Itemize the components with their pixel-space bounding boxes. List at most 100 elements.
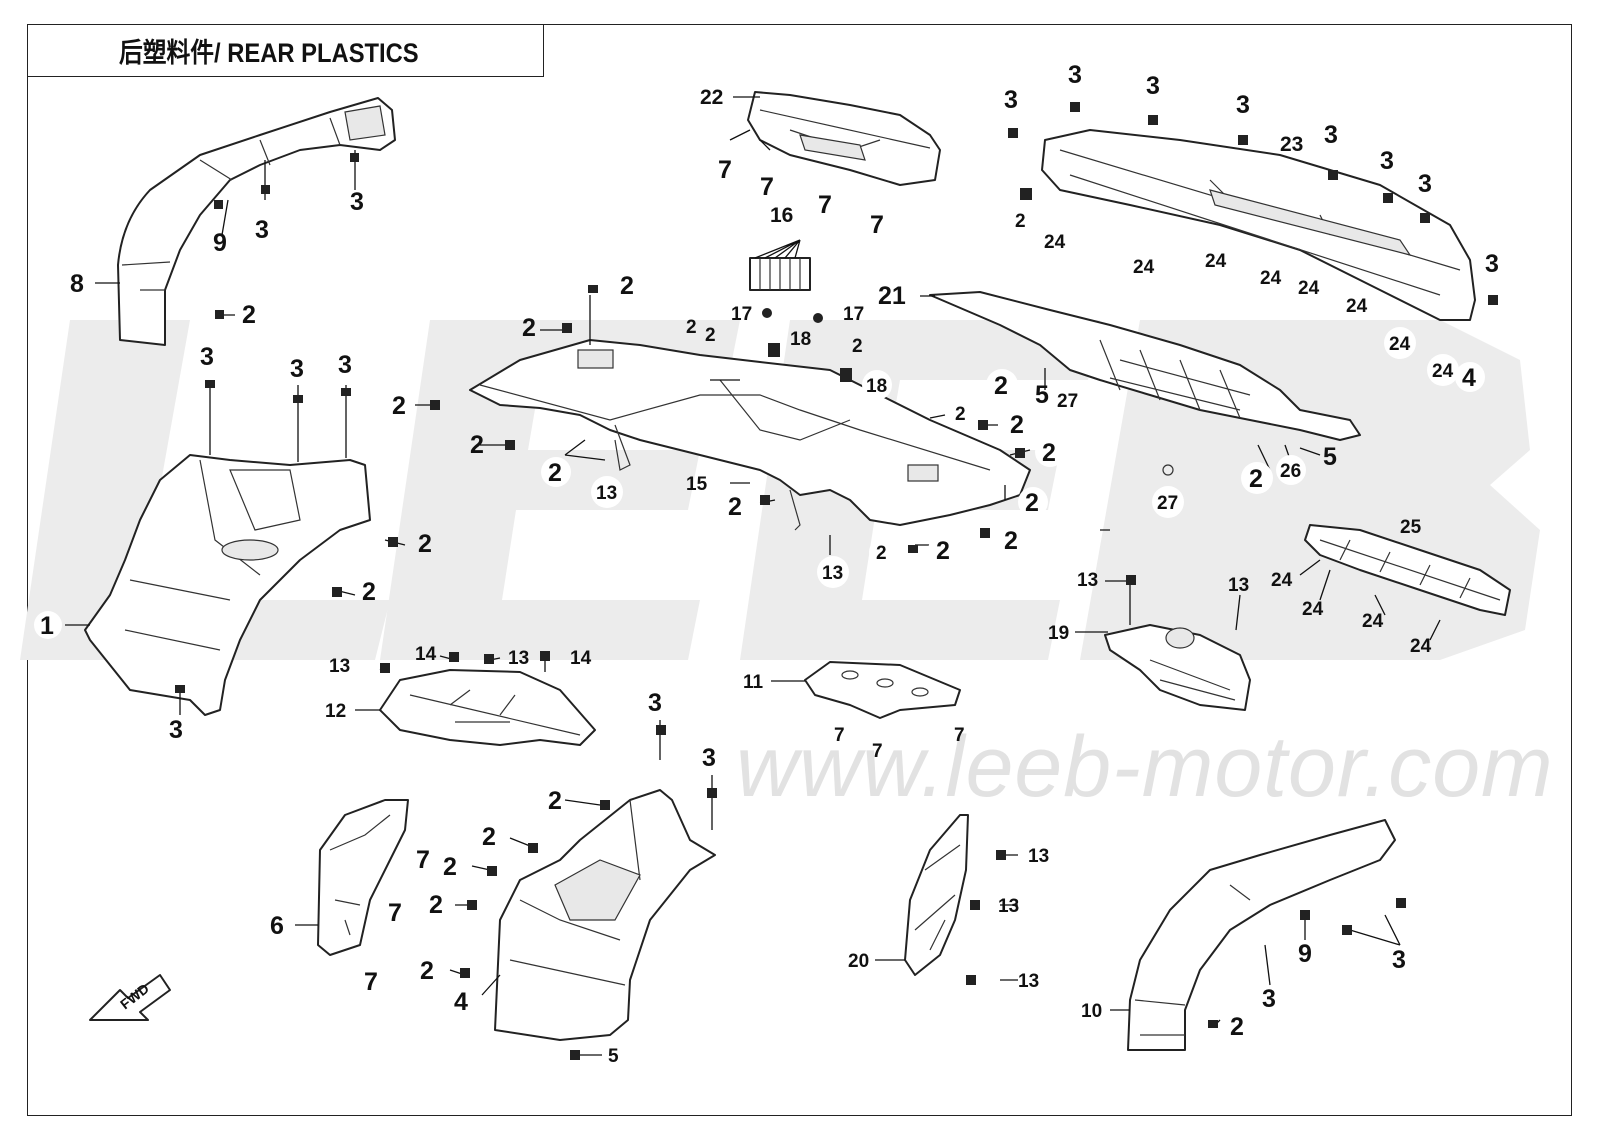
callout-7: 7 [872,741,883,762]
callout-2: 2 [686,317,697,338]
callout-3: 3 [648,689,662,717]
callout-2: 2 [936,537,950,565]
callout-19: 19 [1048,623,1069,644]
callout-2: 2 [392,392,406,420]
callout-13: 13 [822,563,843,584]
watermark-url: www.leeb-motor.com [736,719,1554,815]
callout-16: 16 [770,204,793,227]
callout-labels: 8 2 3 3 9 3 3 3 2 2 1 3 22 7 7 7 7 16 2 … [34,61,1499,1067]
part-16-clip-strips [749,257,811,291]
callout-13: 13 [998,896,1019,917]
callout-2: 2 [548,459,562,487]
callout-12: 12 [325,701,346,722]
callout-14: 14 [570,648,592,669]
callout-2: 2 [242,301,256,329]
callout-2: 2 [429,891,443,919]
callout-13: 13 [1018,971,1039,992]
callout-13: 13 [508,648,529,669]
callout-2: 2 [876,543,887,564]
fwd-arrow: FWD [89,974,171,1021]
callout-13: 13 [1228,575,1249,596]
callout-23: 23 [1280,133,1303,156]
callout-2: 2 [852,336,863,357]
callout-2: 2 [728,493,742,521]
callout-1: 1 [40,612,54,640]
callout-3: 3 [1485,250,1499,278]
callout-2: 2 [1042,439,1056,467]
diagram-frame [27,24,1572,1116]
callout-2: 2 [955,404,966,425]
callout-24: 24 [1260,268,1282,289]
callout-4: 4 [454,988,468,1016]
callout-2: 2 [994,372,1008,400]
callout-9: 9 [213,229,227,257]
callout-20: 20 [848,951,869,972]
title-box: 后塑料件/ REAR PLASTICS [27,24,544,77]
callout-13: 13 [1028,846,1049,867]
callout-3: 3 [200,343,214,371]
part-11-mount-plate [804,661,961,719]
part-22-rear-upper-cover [747,91,941,186]
part-12-under-tray [379,669,596,746]
callout-14: 14 [415,644,437,665]
callout-3: 3 [169,716,183,744]
callout-24: 24 [1044,232,1066,253]
callout-3: 3 [1392,946,1406,974]
callout-7: 7 [416,846,430,874]
callout-7: 7 [870,211,884,239]
callout-7: 7 [718,156,732,184]
callout-24: 24 [1389,334,1411,355]
callout-6: 6 [270,912,284,940]
callout-2: 2 [1010,411,1024,439]
callout-24: 24 [1346,296,1368,317]
callout-9: 9 [1298,940,1312,968]
callout-3: 3 [1068,61,1082,89]
callout-7: 7 [954,725,965,746]
callout-27: 27 [1057,391,1078,412]
callout-5: 5 [608,1046,619,1067]
callout-24: 24 [1362,611,1384,632]
callout-2: 2 [420,957,434,985]
part-25-rear-bracket-rail [1304,524,1511,616]
callout-2: 2 [470,431,484,459]
callout-17: 17 [843,304,864,325]
callout-7: 7 [388,899,402,927]
callout-2: 2 [522,314,536,342]
callout-24: 24 [1271,570,1293,591]
part-23-rear-bumper [1041,129,1476,321]
callout-10: 10 [1081,1001,1102,1022]
callout-11: 11 [743,672,764,693]
callout-3: 3 [255,216,269,244]
callout-8: 8 [70,270,84,298]
callout-22: 22 [700,86,723,109]
callout-3: 3 [1324,121,1338,149]
part-rear-deck-tub [469,339,1031,531]
callout-4: 4 [1462,364,1476,392]
callout-5: 5 [1035,381,1049,409]
callout-3: 3 [290,355,304,383]
callout-7: 7 [834,725,845,746]
part-4-right-side-panel [494,789,716,1041]
callout-2: 2 [443,853,457,881]
callout-3: 3 [1380,147,1394,175]
part-8-rear-fender-left [117,97,396,346]
callout-3: 3 [350,188,364,216]
callout-24: 24 [1205,251,1227,272]
callout-3: 3 [1262,985,1276,1013]
callout-2: 2 [1249,465,1263,493]
callout-13: 13 [329,656,350,677]
callout-24: 24 [1410,636,1432,657]
callout-2: 2 [1025,489,1039,517]
callout-25: 25 [1400,517,1422,538]
callout-24: 24 [1298,278,1320,299]
callout-2: 2 [620,272,634,300]
callout-2: 2 [1004,527,1018,555]
callout-2: 2 [1015,211,1026,232]
callout-21: 21 [878,282,906,310]
page-title: 后塑料件/ REAR PLASTICS [119,37,419,68]
callout-3: 3 [1146,72,1160,100]
callout-3: 3 [338,351,352,379]
part-21-rear-grille-panel [929,291,1361,441]
callout-15: 15 [686,474,708,495]
callout-13: 13 [596,483,617,504]
